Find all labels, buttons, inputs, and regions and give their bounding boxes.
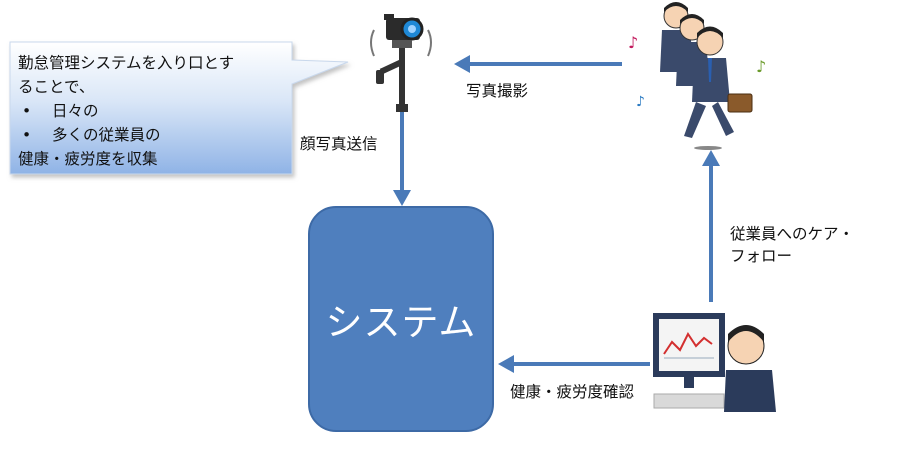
svg-text:♪: ♪ [628,33,638,52]
callout-line: 健康・疲労度を収集 [18,150,158,168]
arrow-care-head [702,150,720,166]
label-check: 健康・疲労度確認 [510,383,635,401]
arrow-check-head [498,355,514,373]
callout-bullet: •日々の [22,102,99,120]
walking-businessmen-icon: ♪ ♪ ♪ [628,2,766,150]
system-box: システム [308,206,494,432]
camera-on-tripod-icon [370,14,432,112]
callout-line: 勤怠管理システムを入り口とす [18,54,235,72]
arrow-face-send-head [393,190,411,206]
person-at-computer-icon [653,313,776,412]
callout-line: ることで、 [18,78,95,96]
arrow-photo-head [454,55,470,73]
label-photo: 写真撮影 [466,82,529,100]
label-care-2: フォロー [730,247,793,265]
label-face-send: 顔写真送信 [300,135,378,153]
system-label: システム [325,301,477,344]
callout-bullet: •多くの従業員の [22,126,161,144]
label-care-1: 従業員へのケア・ [730,225,855,243]
svg-text:♪: ♪ [636,94,645,110]
svg-text:♪: ♪ [756,57,766,76]
callout-text: 勤怠管理システムを入り口とす ることで、 •日々の •多くの従業員の 健康・疲労… [18,51,298,171]
